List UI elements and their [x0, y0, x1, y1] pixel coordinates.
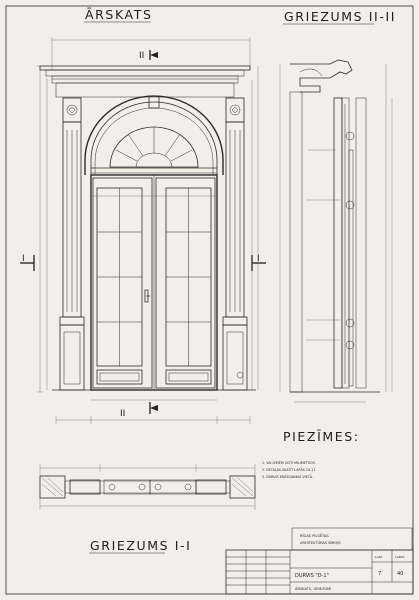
hinge-marker: [236, 371, 244, 379]
elevation-dimensions: [37, 37, 259, 424]
left-glazing: [96, 187, 143, 367]
title-block-org-2: ARHITEKTŪRAS BIROJS: [300, 540, 341, 545]
sheet-label: LAPA: [375, 555, 383, 559]
leaf-section: [348, 149, 354, 387]
cornice-top: [39, 65, 251, 71]
fanlight: [109, 126, 199, 168]
left-door-leaf: [92, 177, 153, 389]
cut-2-bottom-label: II: [120, 409, 125, 419]
cornice-profile: [290, 59, 353, 93]
note-1: 1. VAI IZMĒRI DOTI MILIMETROS.: [262, 460, 316, 465]
sheet-border: [5, 5, 414, 595]
cut-2-top-label: II: [139, 51, 144, 61]
frame-section: [341, 97, 350, 389]
section-2-title: GRIEZUMS II-II: [284, 9, 396, 24]
cornice-band: [45, 69, 245, 77]
elevation-title: ĀRSKATS: [85, 7, 153, 22]
notes-title: PIEZĪMES:: [283, 429, 360, 444]
right-door-leaf: [155, 177, 216, 389]
section-1-title: GRIEZUMS I-I: [90, 538, 191, 553]
left-pedestal: [59, 324, 85, 391]
cut-1-right-label: I: [257, 254, 260, 264]
right-glazing: [165, 187, 212, 367]
cut-markers: II II I I: [20, 50, 266, 419]
title-block-drawing-name: DURVIS "D-1": [295, 573, 329, 579]
note-2: 2. DETAĻAS SKATĪT LAPĀS 10-17.: [262, 467, 317, 472]
right-pedestal: [222, 324, 248, 391]
cut-1-left-label: I: [22, 254, 25, 264]
left-capital: [62, 97, 82, 123]
sheets-label: LAPAS: [395, 555, 404, 559]
elevation-drawing: [39, 65, 256, 391]
title-block-subtitle: ĀRSKATS, GRIEZUMI: [295, 586, 331, 591]
sheets-total: 40: [397, 571, 403, 577]
note-3: 3. DURVIS KRĀSOJAMAS VIETĀ.: [262, 474, 313, 479]
left-rosette: [66, 104, 78, 116]
keystone: [148, 95, 160, 109]
section-2-drawing: [279, 59, 393, 403]
door-plan: [64, 480, 231, 494]
left-bottom-panel: [96, 369, 143, 385]
pilaster-section: [289, 91, 303, 393]
right-capital: [225, 97, 245, 123]
right-bottom-panel: [165, 369, 212, 385]
inner-arch: [90, 101, 218, 175]
section-1-drawing: [39, 464, 256, 510]
cornice-frieze: [51, 75, 239, 84]
title-block: RĪGAS PILSĒTAS ARHITEKTŪRAS BIROJS DURVI…: [225, 527, 414, 595]
right-rosette: [229, 104, 241, 116]
sheet-number: 7: [378, 571, 381, 577]
title-block-org-1: RĪGAS PILSĒTAS: [300, 533, 329, 538]
wall-section: [333, 97, 343, 389]
entablature: [55, 82, 235, 98]
